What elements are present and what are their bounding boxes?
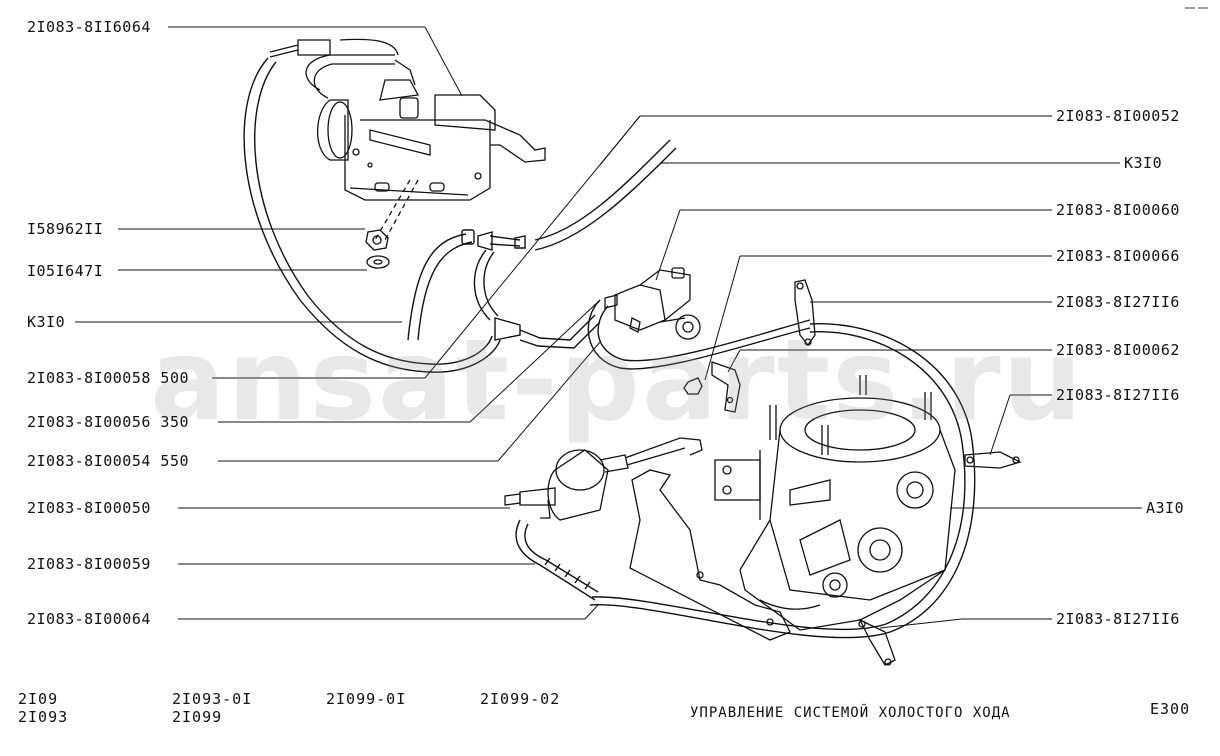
- footer-model-2a: 2I093-0I: [172, 690, 253, 708]
- callout-left-4: К3I0: [27, 313, 66, 331]
- callout-right-4: 2I083-8I00066: [1056, 247, 1180, 265]
- callout-right-5: 2I083-8I27II6: [1056, 293, 1180, 311]
- callout-right-7: 2I083-8I27II6: [1056, 386, 1180, 404]
- callout-left-9: 2I083-8I00059: [27, 555, 151, 573]
- footer-model-4: 2I099-02: [480, 690, 561, 708]
- hose-clamps: [794, 279, 1022, 666]
- hose-right-loop: [589, 323, 976, 639]
- watermark: ansat-parts.ru: [150, 316, 1085, 446]
- carburetor: [714, 375, 956, 631]
- callout-left-1: 2I083-8II6064: [27, 18, 151, 36]
- hose-tees: [407, 139, 811, 370]
- footer-model-2b: 2I099: [172, 708, 223, 726]
- hose-sleeve: [515, 519, 599, 601]
- callout-right-9: 2I083-8I27II6: [1056, 610, 1180, 628]
- callout-right-3: 2I083-8I00060: [1056, 201, 1180, 219]
- callout-left-5: 2I083-8I00058 500: [27, 369, 190, 387]
- valve-bracket-assembly: [269, 38, 546, 201]
- vacuum-actuator: [504, 437, 703, 521]
- callout-left-10: 2I083-8I00064: [27, 610, 151, 628]
- callout-right-8: А3I0: [1146, 499, 1185, 517]
- callout-left-2: I58962II: [27, 220, 104, 238]
- footer-model-3: 2I099-0I: [326, 690, 407, 708]
- callout-left-8: 2I083-8I00050: [27, 499, 151, 517]
- solenoid-valve: [604, 267, 701, 340]
- small-bracket: [683, 361, 741, 413]
- footer-title: УПРАВЛЕНИЕ СИСТЕМОЙ ХОЛОСТОГО ХОДА: [690, 705, 1011, 721]
- callout-right-6: 2I083-8I00062: [1056, 341, 1180, 359]
- footer-model-1a: 2I09: [18, 690, 59, 708]
- callout-left-7: 2I083-8I00054 550: [27, 452, 190, 470]
- callout-right-2: К3I0: [1124, 154, 1163, 172]
- footer-model-1b: 2I093: [18, 708, 69, 726]
- leader-lines: [75, 26, 1142, 629]
- actuator-bracket: [629, 469, 791, 641]
- hose-long-left: [243, 57, 501, 373]
- callout-left-6: 2I083-8I00056 350: [27, 413, 190, 431]
- nut-washer: [365, 229, 390, 269]
- footer-page-number: Е300: [1150, 700, 1191, 718]
- callout-right-1: 2I083-8I00052: [1056, 107, 1180, 125]
- callout-left-3: I05I647I: [27, 262, 104, 280]
